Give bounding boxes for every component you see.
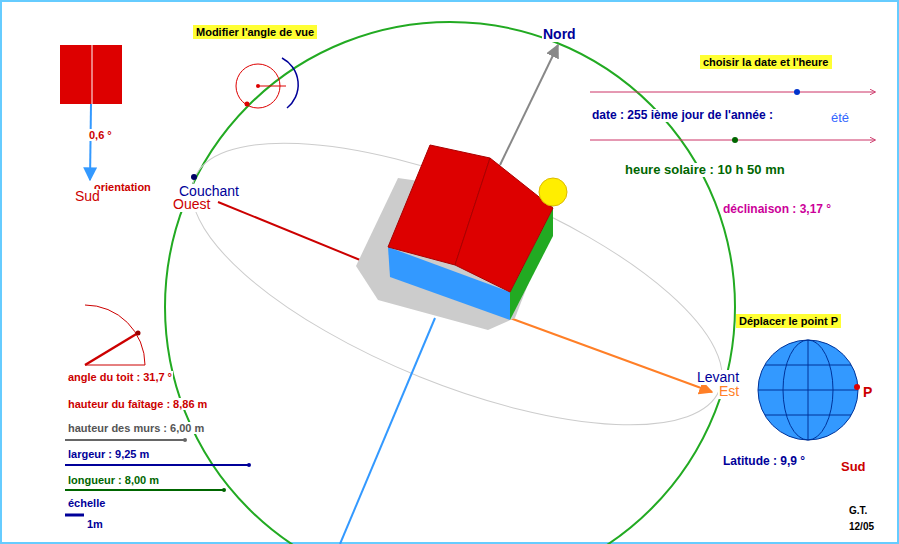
view-line [258,86,286,87]
value-label: G.T. [848,505,868,516]
slider-knob [794,89,800,95]
length-slider [65,489,224,491]
sunset-point [191,174,197,180]
value-label: date : 255 ième jour de l'année : [591,109,774,122]
view-dot [256,84,260,88]
value-label: Latitude : 9,9 ° [722,455,806,468]
roof-angle-line [85,333,138,365]
orientation-mark [92,45,93,104]
caption-text: choisir la date et l'heure [703,56,829,68]
date-slider [590,92,875,93]
value-label: été [830,111,850,125]
caption-text: Déplacer le point P [739,315,838,327]
value-label: angle du toit : 31,7 ° [67,371,173,383]
globe-grid [758,340,858,440]
value-label: échelle [67,497,106,509]
roof-face [455,158,553,292]
slider-knob [222,488,226,492]
east-axis [510,318,712,392]
caption-text: Modifier l'angle de vue [196,26,314,38]
view-dot [245,102,250,107]
scale-bar [65,514,84,517]
value-label: largeur : 9,25 m [67,448,150,460]
value-label: 1m [86,518,104,530]
value-label: hauteur du faîtage : 8,86 m [67,398,208,410]
slider-knob [732,137,738,143]
value-label: 12/05 [848,521,875,532]
west-axis [218,202,365,262]
value-label: Sud [840,460,867,474]
roof-angle-arc [85,305,145,365]
value-label: Ouest [172,197,211,212]
value-label: longueur : 8,00 m [67,474,160,486]
view-arc [282,58,298,108]
slider-knob [247,463,251,467]
roof-angle-knob [136,331,141,336]
control-caption: Déplacer le point P [736,314,841,328]
north-axis [500,45,558,165]
sky-circle [165,22,735,544]
width-slider [65,464,249,466]
slider-knob [183,438,187,442]
point-p [854,384,860,390]
value-label: Nord [542,27,577,42]
value-label: Sud [74,189,101,204]
value-label: hauteur des murs : 6,00 m [67,422,205,434]
value-label: 0,6 ° [88,129,113,141]
orientation-arrow [90,104,91,180]
orientation-square [60,45,122,104]
sun-path [157,85,757,482]
value-label: P [862,385,873,400]
sun [539,178,567,206]
value-label: déclinaison : 3,17 ° [722,203,832,216]
value-label: orientation [93,181,152,193]
south-axis [340,318,435,544]
globe [758,340,858,440]
value-label: heure solaire : 10 h 50 mn [624,163,786,177]
control-caption: choisir la date et l'heure [700,55,832,69]
wall-height-slider [65,439,185,441]
value-label: Est [718,384,740,399]
control-caption: Modifier l'angle de vue [193,25,317,39]
